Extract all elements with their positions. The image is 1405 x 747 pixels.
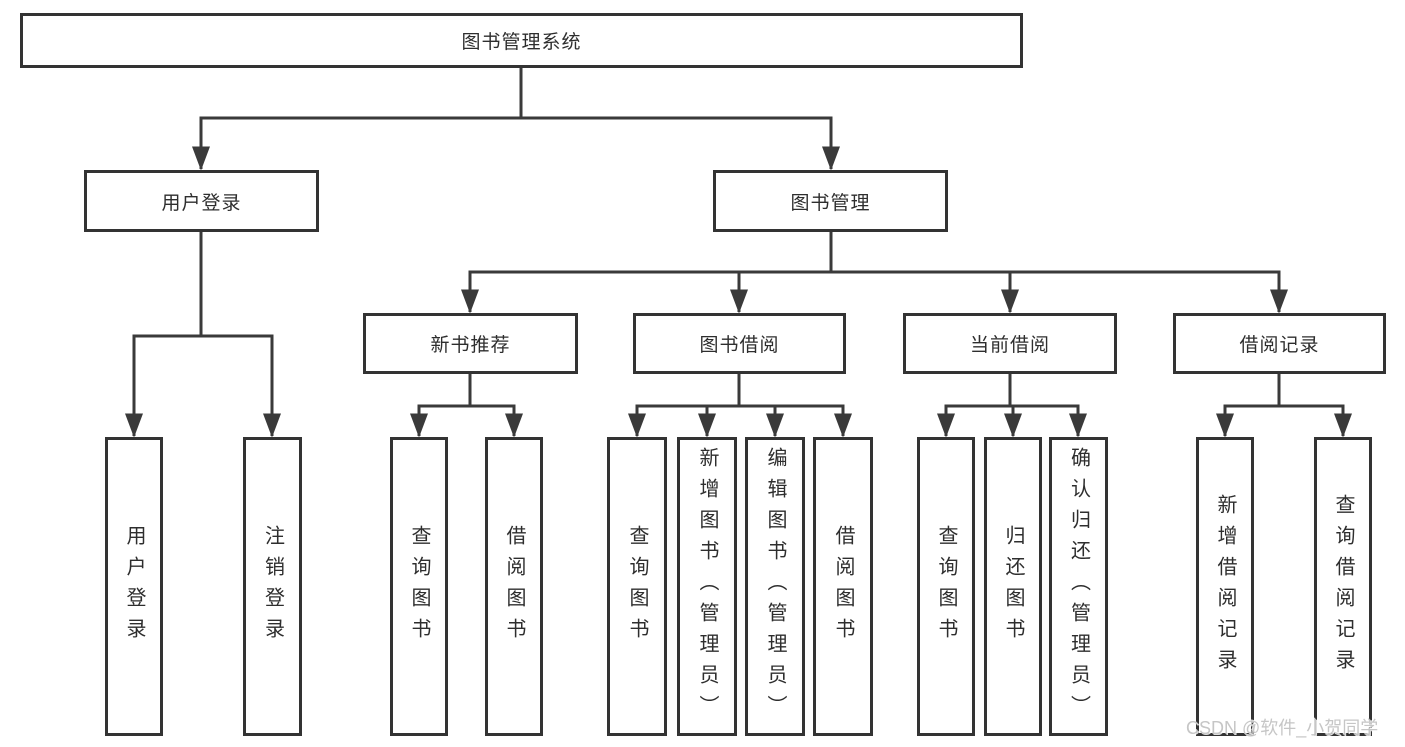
node-leaf-return-books: 归还图书	[984, 437, 1042, 736]
node-leaf-borrow-books-recommend-label: 借阅图书	[503, 524, 525, 649]
node-leaf-query-borrow-record-label: 查询借阅记录	[1332, 493, 1354, 680]
node-leaf-confirm-return-admin-label: 确认归还（管理员）	[1067, 447, 1090, 726]
node-leaf-query-books-recommend: 查询图书	[390, 437, 448, 736]
node-user-login-label: 用户登录	[161, 192, 242, 214]
node-leaf-return-books-label: 归还图书	[1002, 524, 1024, 649]
node-user-login: 用户登录	[84, 170, 319, 232]
watermark: CSDN @软件_小贺同学	[1186, 718, 1379, 738]
node-leaf-edit-book-admin-label: 编辑图书（管理员）	[764, 447, 786, 726]
node-leaf-borrow-books-recommend: 借阅图书	[485, 437, 543, 736]
node-book-borrow: 图书借阅	[633, 313, 846, 374]
node-leaf-query-books-borrow-label: 查询图书	[626, 524, 648, 649]
node-leaf-query-books-current: 查询图书	[917, 437, 975, 736]
node-borrow-records-label: 借阅记录	[1239, 335, 1320, 356]
node-leaf-user-login: 用户登录	[105, 437, 163, 736]
node-leaf-borrow-books-label: 借阅图书	[832, 524, 854, 649]
node-leaf-add-book-admin-label: 新增图书（管理员）	[696, 447, 718, 726]
node-root-label: 图书管理系统	[461, 32, 582, 53]
node-leaf-borrow-books: 借阅图书	[813, 437, 873, 736]
node-leaf-add-borrow-record: 新增借阅记录	[1196, 437, 1254, 736]
node-leaf-add-borrow-record-label: 新增借阅记录	[1214, 493, 1236, 680]
node-leaf-user-login-label: 用户登录	[123, 524, 145, 649]
node-borrow-records: 借阅记录	[1173, 313, 1386, 374]
node-leaf-logout: 注销登录	[243, 437, 302, 736]
node-leaf-add-book-admin: 新增图书（管理员）	[677, 437, 737, 736]
node-leaf-logout-label: 注销登录	[261, 524, 284, 649]
node-book-management: 图书管理	[713, 170, 948, 232]
node-leaf-edit-book-admin: 编辑图书（管理员）	[745, 437, 805, 736]
connector-trunks	[132, 66, 1345, 408]
node-root: 图书管理系统	[20, 13, 1023, 68]
node-current-borrow: 当前借阅	[903, 313, 1117, 374]
node-current-borrow-label: 当前借阅	[969, 335, 1050, 356]
node-book-management-label: 图书管理	[790, 192, 871, 214]
node-new-book-recommend-label: 新书推荐	[430, 335, 511, 356]
connector-arrows	[125, 117, 1352, 438]
node-leaf-query-books-recommend-label: 查询图书	[408, 524, 430, 649]
node-new-book-recommend: 新书推荐	[363, 313, 578, 374]
node-leaf-query-books-borrow: 查询图书	[607, 437, 667, 736]
node-leaf-confirm-return-admin: 确认归还（管理员）	[1049, 437, 1108, 736]
node-leaf-query-borrow-record: 查询借阅记录	[1314, 437, 1372, 736]
node-book-borrow-label: 图书借阅	[699, 335, 780, 356]
node-leaf-query-books-current-label: 查询图书	[935, 524, 957, 649]
